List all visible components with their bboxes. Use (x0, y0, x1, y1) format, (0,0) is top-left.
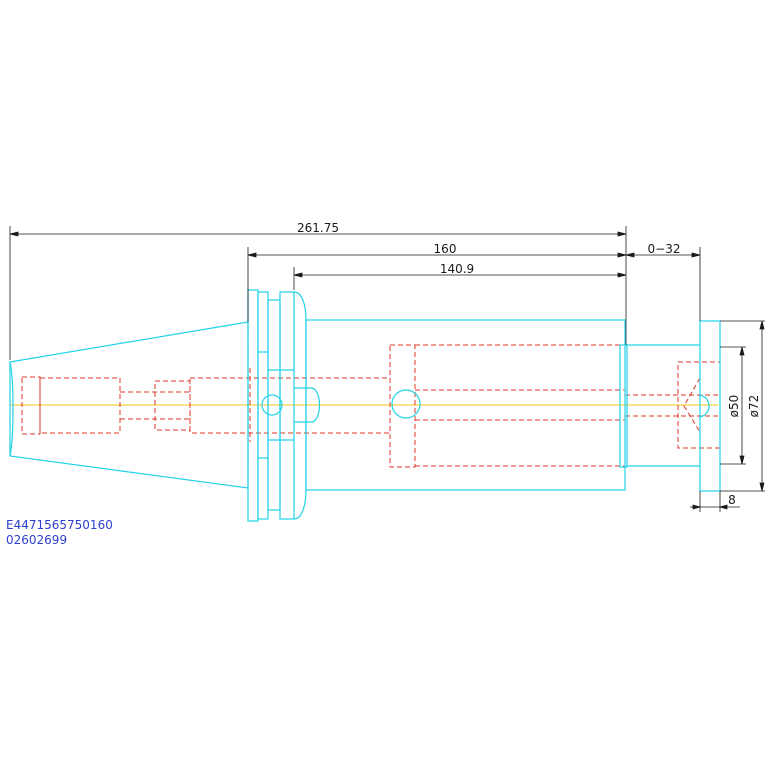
order-number: 02602699 (6, 533, 68, 547)
dim-gauge-length: 160 (434, 242, 457, 256)
dim-body-length: 140.9 (440, 262, 474, 276)
article-number: E4471565750160 (6, 518, 113, 532)
dim-inner-diameter: ø50 (727, 395, 741, 418)
dim-adjust-range: 0−32 (648, 242, 681, 256)
dimension-lines (9, 226, 765, 512)
hidden-features (21, 344, 721, 468)
dim-overall-length: 261.75 (297, 221, 339, 235)
dim-outer-diameter: ø72 (747, 395, 761, 418)
dim-flange-width: 8 (728, 493, 736, 507)
tool-outline (9, 289, 721, 522)
